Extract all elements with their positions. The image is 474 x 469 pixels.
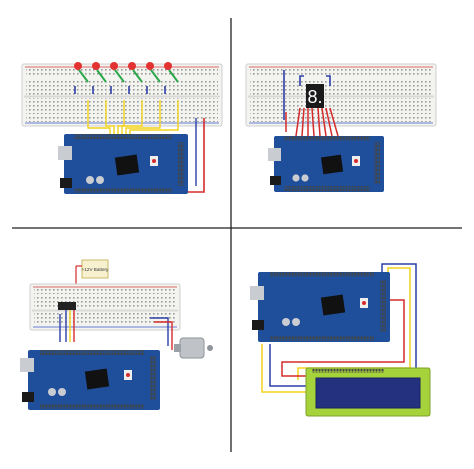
segment-digit: 8. [307, 87, 322, 107]
mega-board [20, 350, 160, 410]
seven-segment-display: 8. [306, 84, 324, 108]
battery-label: +12V Battery [82, 267, 109, 272]
chip [114, 154, 140, 176]
dc-motor [174, 337, 213, 359]
led-red [74, 62, 82, 70]
led-red [128, 62, 136, 70]
mega-board [268, 136, 384, 192]
breadboard [245, 63, 437, 127]
usb-port [250, 286, 264, 300]
chip [320, 154, 344, 175]
led-row [74, 62, 172, 70]
breadboard [21, 63, 223, 127]
led-red [110, 62, 118, 70]
chip [320, 294, 346, 316]
resistor-wires [78, 69, 179, 83]
ic-chip [58, 302, 76, 310]
power-jack [270, 176, 281, 185]
chip [84, 368, 110, 390]
motor-wires [59, 310, 173, 350]
usb-port [58, 146, 72, 160]
breadboard [29, 283, 181, 331]
ground-jumpers [74, 86, 166, 94]
led-red [164, 62, 172, 70]
lcd-module [305, 367, 431, 417]
signal-wires [87, 100, 179, 136]
led-red [146, 62, 154, 70]
battery-note: +12V Battery [75, 259, 109, 288]
power-jack [252, 320, 264, 330]
power-jack [22, 392, 34, 402]
blue-wires [283, 70, 331, 120]
mega-board [58, 134, 188, 194]
power-jack [60, 178, 72, 188]
panel-leds [21, 62, 223, 194]
segment-wires [295, 107, 339, 137]
usb-port [268, 148, 281, 161]
mega-board [250, 272, 390, 342]
panel-motor: +12V Battery [20, 259, 213, 410]
panel-lcd [250, 263, 431, 417]
panel-seven-segment: 8. [245, 63, 437, 192]
usb-port [20, 358, 34, 372]
led-red [92, 62, 100, 70]
